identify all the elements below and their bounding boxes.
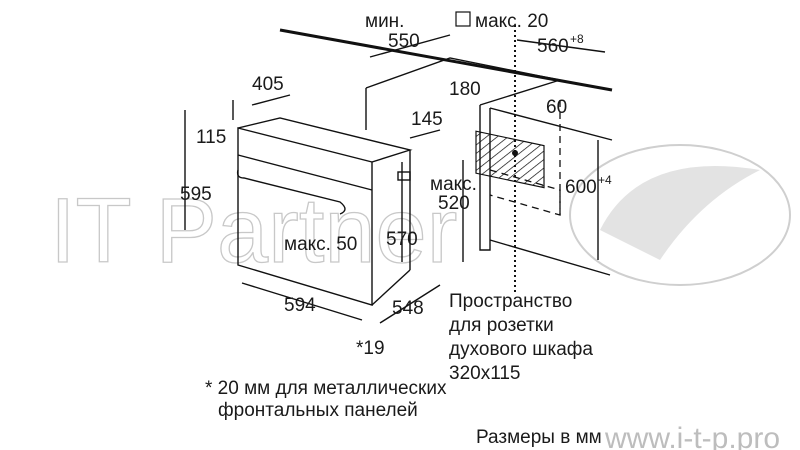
label-594: 594 bbox=[284, 295, 316, 316]
oven-panel-line bbox=[237, 154, 373, 191]
socket-point bbox=[512, 150, 518, 156]
label-min: мин. bbox=[365, 11, 404, 32]
niche-floor bbox=[489, 239, 611, 276]
socket-note-line-2: для розетки bbox=[449, 315, 554, 336]
label-595: 595 bbox=[180, 184, 212, 205]
oven-bracket bbox=[397, 171, 411, 181]
label-520: 520 bbox=[438, 193, 470, 214]
label-max50: макс. 50 bbox=[284, 234, 357, 255]
footnote-line-2: фронтальных панелей bbox=[218, 400, 418, 421]
label-600: 600 bbox=[565, 177, 597, 198]
label-115: 115 bbox=[196, 127, 226, 148]
watermark-url: www.i-t-p.pro bbox=[604, 422, 780, 450]
oven-top bbox=[237, 117, 413, 163]
label-180: 180 bbox=[449, 79, 481, 100]
socket-note-line-3: духового шкафа bbox=[449, 339, 593, 360]
niche-side-wall bbox=[479, 105, 491, 251]
label-570: 570 bbox=[386, 229, 418, 250]
label-405: 405 bbox=[252, 74, 284, 95]
label-550: 550 bbox=[388, 31, 420, 52]
square-icon bbox=[455, 11, 471, 27]
socket-area bbox=[475, 130, 545, 189]
units-note: Размеры в мм bbox=[476, 427, 602, 448]
niche-back-top bbox=[489, 107, 613, 141]
dim-145-line bbox=[409, 129, 441, 139]
watermark-logo-swoosh bbox=[600, 166, 760, 260]
oven-handle bbox=[236, 169, 346, 215]
label-max: макс. bbox=[430, 174, 477, 195]
watermark-logo bbox=[569, 144, 791, 286]
label-600-tolerance: +4 bbox=[598, 173, 612, 187]
label-560-tolerance: +8 bbox=[570, 32, 584, 46]
label-145: 145 bbox=[411, 109, 443, 130]
footnote-line-1: * 20 мм для металлических bbox=[205, 378, 447, 399]
oven-bottom-edge bbox=[371, 269, 411, 306]
dim-594-line bbox=[241, 282, 363, 321]
watermark-brand: IT Partner bbox=[50, 180, 457, 282]
label-548: 548 bbox=[392, 298, 424, 319]
dim-560-line bbox=[516, 39, 606, 53]
label-560: 560 bbox=[537, 36, 569, 57]
cabinet-top bbox=[365, 57, 561, 106]
label-max20: макс. 20 bbox=[475, 11, 548, 32]
dim-405-line bbox=[251, 94, 291, 106]
dim-550-line bbox=[369, 34, 451, 58]
label-60: 60 bbox=[546, 97, 567, 118]
dim-548-line bbox=[379, 284, 441, 324]
label-19: *19 bbox=[356, 338, 385, 359]
socket-note-line-1: Пространство bbox=[449, 291, 572, 312]
socket-note-line-4: 320x115 bbox=[449, 363, 521, 384]
